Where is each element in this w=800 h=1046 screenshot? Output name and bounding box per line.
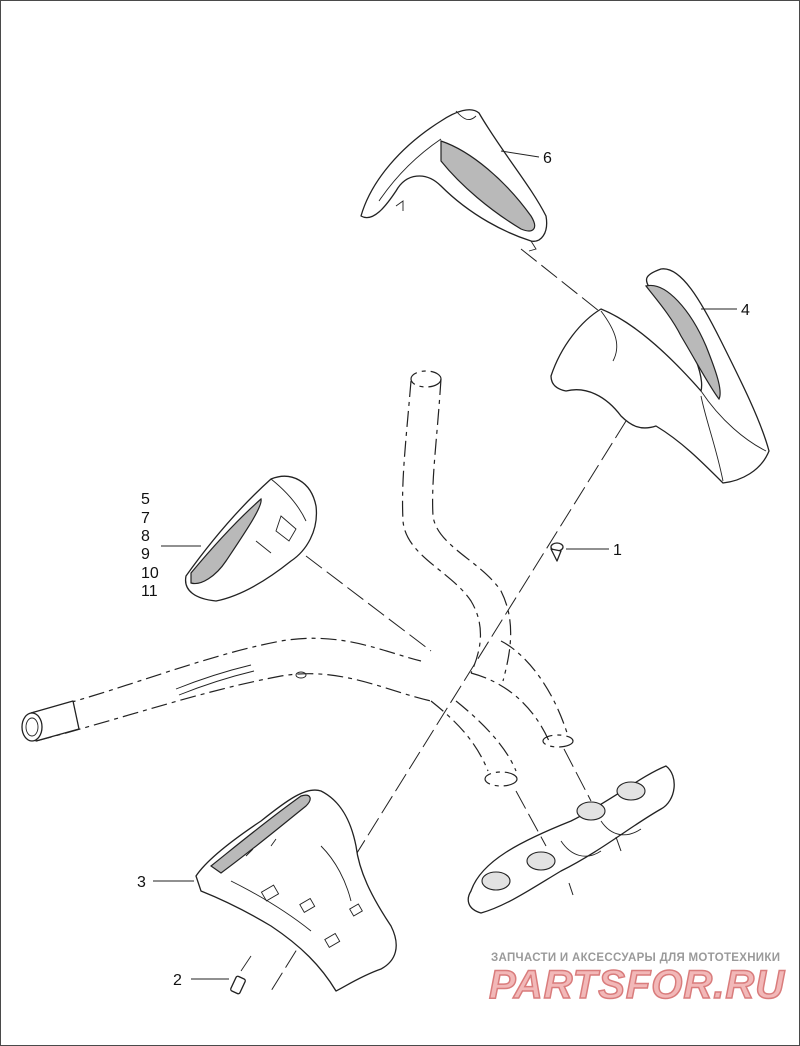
part-6-top-cover: [360, 109, 548, 252]
part-2-screw: [230, 955, 252, 995]
callout-1: 1: [613, 542, 622, 559]
callout-9: 9: [141, 546, 150, 563]
callout-3: 3: [137, 874, 146, 891]
callout-6: 6: [543, 150, 552, 167]
leader-6: [500, 150, 540, 158]
watermark-tagline: ЗАПЧАСТИ И АКСЕССУАРЫ ДЛЯ МОТОТЕХНИКИ: [491, 952, 781, 964]
watermark-logo: PARTSFOR.RU: [488, 962, 786, 1008]
callout-11: 11: [141, 583, 158, 600]
part-4-nacelle: [550, 268, 770, 484]
callout-8: 8: [141, 528, 150, 545]
axis-6-4: [520, 248, 600, 312]
callout-2: 2: [173, 972, 182, 989]
handlebar-phantom: [30, 370, 574, 787]
riser-clamp: [467, 748, 675, 914]
part-3-lower-shroud: [195, 789, 397, 992]
part-5-gauge-housing: [184, 475, 318, 602]
axis-5-gauge: [305, 555, 432, 652]
callout-4: 4: [741, 302, 750, 319]
callout-5: 5: [141, 491, 150, 508]
part-1-screw: [550, 542, 564, 562]
callout-7: 7: [141, 510, 150, 527]
callout-10: 10: [141, 565, 159, 582]
handlebar-end: [21, 700, 80, 742]
